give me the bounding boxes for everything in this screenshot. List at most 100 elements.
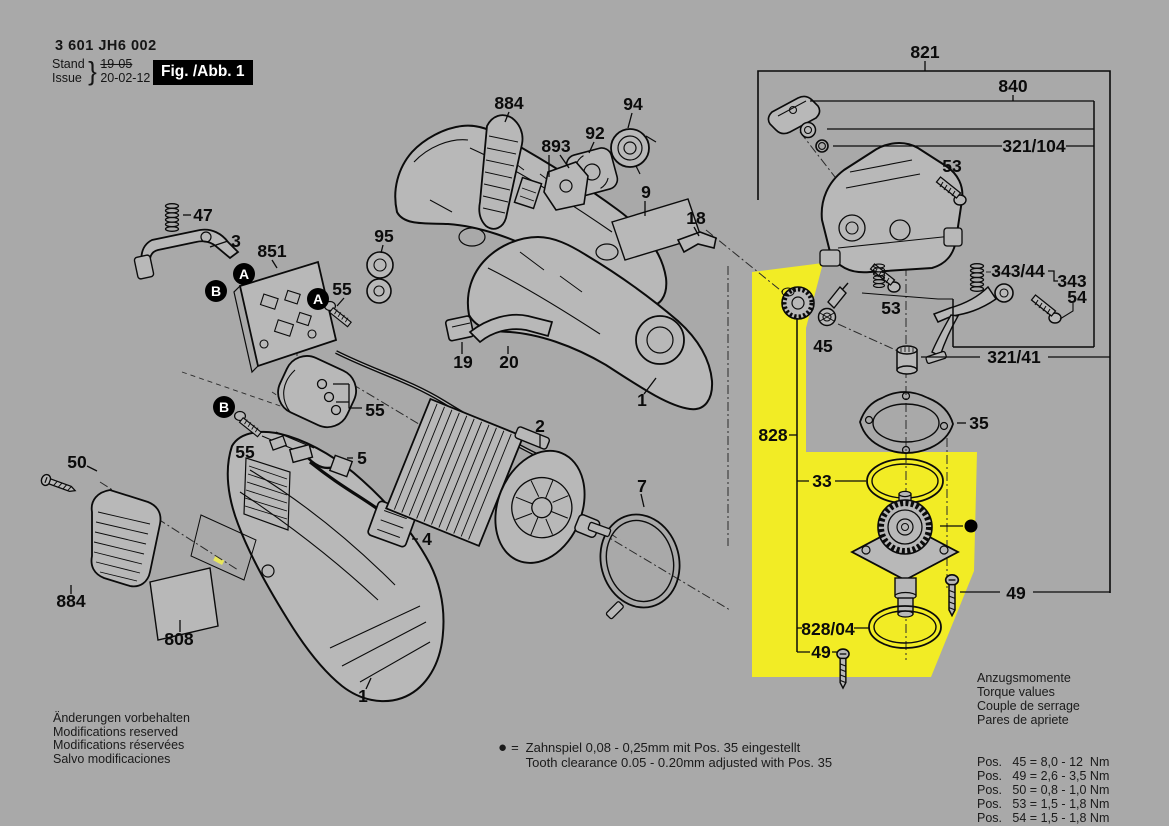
part-ring-7 — [587, 513, 681, 620]
legend-lines: Zahnspiel 0,08 - 0,25mm mit Pos. 35 eing… — [526, 740, 832, 770]
callout-markers: A B A B — [205, 263, 329, 418]
part-label-54: 54 — [1067, 287, 1087, 307]
text-line: Modifications reserved — [53, 724, 179, 739]
part-grille-top-884 — [478, 114, 524, 230]
text-line: Anzugsmomente — [977, 671, 1071, 685]
part-screw-54 — [1030, 294, 1062, 324]
revision-values: 19-05 20-02-12 — [100, 57, 151, 85]
part-screw-55b — [233, 410, 262, 438]
part-label-55: 55 — [365, 400, 385, 420]
callout-B: B — [205, 280, 227, 302]
part-label-893: 893 — [541, 136, 570, 156]
part-label-92: 92 — [585, 123, 605, 143]
part-label-53: 53 — [881, 298, 901, 318]
part-module-851 — [233, 260, 338, 374]
part-coil-ring — [799, 121, 817, 139]
svg-text:B: B — [211, 283, 221, 299]
legend-dot: ● — [498, 739, 508, 756]
stand-value: 19-05 — [100, 57, 133, 71]
part-label-321/104: 321/104 — [1002, 136, 1066, 156]
text-line: Pos. 49 = 2,6 - 3,5 Nm — [977, 769, 1110, 783]
text-line: Pos. 53 = 1,5 - 1,8 Nm — [977, 797, 1110, 811]
part-label-828: 828 — [758, 425, 787, 445]
part-label-884: 884 — [56, 591, 85, 611]
part-gasket-35 — [859, 391, 954, 455]
part-label-884: 884 — [494, 93, 523, 113]
legend-equals: = — [511, 740, 519, 755]
part-label-808: 808 — [164, 629, 193, 649]
brace-glyph: } — [88, 56, 97, 86]
part-harness-5 — [268, 435, 354, 478]
tooth-clearance-legend: ● = Zahnspiel 0,08 - 0,25mm mit Pos. 35 … — [498, 740, 832, 770]
part-spring-47 — [164, 203, 180, 232]
text-line: Änderungen vorbehalten — [53, 711, 190, 725]
part-label-47: 47 — [193, 205, 212, 225]
part-label-33: 33 — [812, 471, 832, 491]
part-lever-343 — [925, 283, 1014, 365]
part-motor-2 — [385, 397, 601, 564]
text-line: Pares de apriete — [977, 713, 1069, 727]
text-line: Torque values — [977, 685, 1055, 699]
issue-label: Issue — [52, 70, 82, 85]
text-line: Zahnspiel 0,08 - 0,25mm mit Pos. 35 eing… — [525, 740, 801, 755]
part-o-ring-828-04 — [868, 605, 942, 649]
part-label-343: 343 — [1057, 271, 1086, 291]
part-label-851: 851 — [257, 241, 286, 261]
part-gear-45 — [781, 286, 815, 320]
part-label-45: 45 — [813, 336, 833, 356]
issue-value: 20-02-12 — [100, 70, 151, 85]
part-bushing-321-41 — [896, 345, 918, 375]
callout-A: A — [233, 263, 255, 285]
part-o-ring-small — [815, 139, 829, 153]
part-label-4: 4 — [422, 529, 432, 549]
part-label-19: 19 — [453, 352, 473, 372]
text-line: Modifications réservées — [53, 738, 185, 752]
part-label-50: 50 — [67, 452, 87, 472]
part-label-3: 3 — [231, 231, 241, 251]
part-label-18: 18 — [686, 208, 706, 228]
callout-B: B — [213, 396, 235, 418]
stand-label: Stand — [52, 57, 85, 71]
svg-text:A: A — [239, 266, 249, 282]
leader-lines — [70, 61, 1111, 690]
part-label-35: 35 — [969, 413, 989, 433]
part-label-821: 821 — [910, 42, 939, 62]
figure-badge: Fig. /Abb. 1 — [153, 60, 253, 85]
part-housing-handle — [190, 430, 445, 703]
part-label-49: 49 — [811, 642, 831, 662]
callout-A: A — [307, 288, 329, 310]
part-label-95: 95 — [374, 226, 394, 246]
text-line: Pos. 54 = 1,5 - 1,8 Nm — [977, 811, 1110, 825]
part-label-840: 840 — [998, 76, 1027, 96]
part-label-9: 9 — [641, 182, 651, 202]
part-label-5: 5 — [357, 448, 367, 468]
part-label-828/04: 828/04 — [801, 619, 855, 639]
text-line: Tooth clearance 0.05 - 0.20mm adjusted w… — [525, 755, 833, 770]
part-brush-plate-893 — [513, 161, 589, 211]
part-spring-53 — [872, 263, 886, 289]
part-slider-cap — [767, 95, 821, 135]
part-switch-pod — [277, 355, 357, 429]
revision-labels: Stand Issue — [52, 57, 85, 85]
part-housing-front — [467, 235, 714, 411]
text-line: Couple de serrage — [977, 699, 1080, 713]
part-label-1: 1 — [358, 686, 368, 706]
part-label-94: 94 — [623, 94, 643, 114]
part-label-49: 49 — [1006, 583, 1026, 603]
part-label-7: 7 — [637, 476, 647, 496]
part-cone-pin — [827, 282, 849, 310]
part-label-53: 53 — [942, 156, 962, 176]
part-clip-3 — [133, 228, 240, 280]
cable-main-inner — [335, 351, 553, 463]
part-gear-assembly-828 — [850, 490, 960, 618]
part-spring-343-44 — [969, 263, 985, 292]
part-screw-50 — [39, 472, 78, 497]
part-gearbox-housing — [819, 142, 964, 274]
tooth-clearance-dot — [964, 519, 978, 533]
